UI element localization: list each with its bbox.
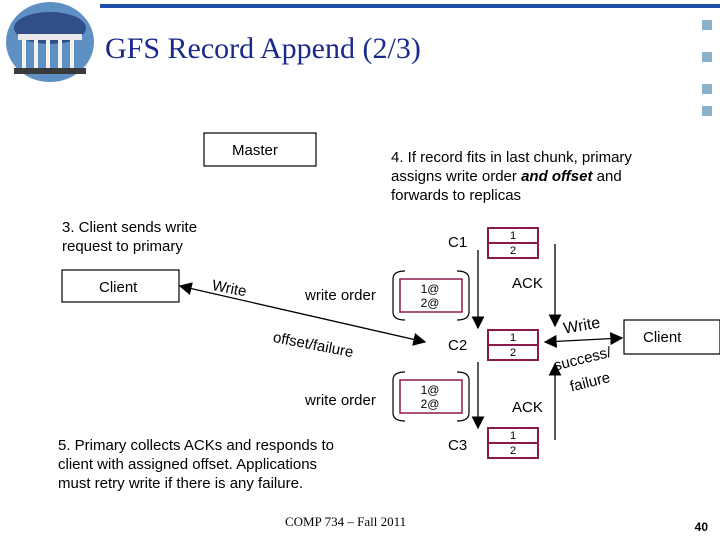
slide-title: GFS Record Append (2/3) <box>105 32 421 65</box>
c3-label: C3 <box>448 437 468 454</box>
right-client-label: Client <box>643 329 682 346</box>
c1-label: C1 <box>448 234 468 251</box>
bracket <box>392 371 406 422</box>
left-client-label: Client <box>99 279 138 296</box>
side-square <box>702 84 712 94</box>
step5-text: 5. Primary collects ACKs and responds to… <box>58 437 334 492</box>
side-square <box>702 20 712 30</box>
master-box <box>203 132 317 167</box>
order-box-2-text: 1@ 2@ <box>420 383 440 411</box>
c1-slot-top: 1 <box>509 230 517 242</box>
bracket <box>456 371 470 422</box>
ack-label-2: ACK <box>512 399 543 416</box>
write-order-label-2: write order <box>305 392 376 409</box>
master-label: Master <box>232 142 278 159</box>
left-client-box <box>61 269 180 303</box>
c3-slot-bottom: 2 <box>509 445 517 457</box>
ack-label-1: ACK <box>512 275 543 292</box>
c2-label: C2 <box>448 337 468 354</box>
c3-slots <box>487 427 539 459</box>
c2-slots <box>487 329 539 361</box>
order-box-1-text: 1@ 2@ <box>420 282 440 310</box>
top-bar <box>100 4 720 8</box>
write-order-label-1: write order <box>305 287 376 304</box>
c1-slots <box>487 227 539 259</box>
primary-client-arrow <box>543 332 624 348</box>
side-square <box>702 106 712 116</box>
client-primary-arrow <box>178 282 427 346</box>
footer: COMP 734 – Fall 2011 <box>285 514 407 529</box>
right-client-box <box>623 319 720 355</box>
c3-slot-top: 1 <box>509 430 517 442</box>
c2-slot-top: 1 <box>509 332 517 344</box>
bracket <box>456 270 470 321</box>
c1-slot-bottom: 2 <box>509 245 517 257</box>
side-square <box>702 52 712 62</box>
step3-text: 3. Client sends write request to primary <box>62 219 198 255</box>
page-number: 40 <box>694 520 708 534</box>
step4-text: 4. If record fits in last chunk, primary… <box>391 149 632 204</box>
order-box-2 <box>399 379 463 414</box>
logo <box>6 2 94 82</box>
c2-slot-bottom: 2 <box>509 347 517 359</box>
